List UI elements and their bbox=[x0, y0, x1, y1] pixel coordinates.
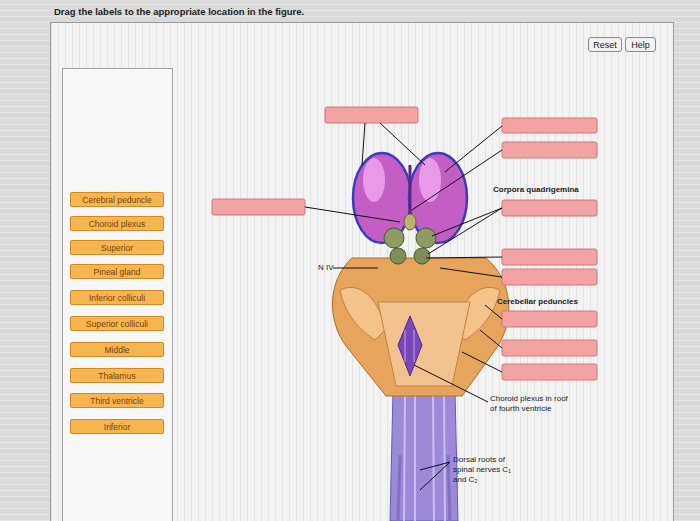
target-box bbox=[325, 107, 418, 123]
leader-lines bbox=[305, 123, 502, 490]
drag-label: Superior colliculi bbox=[70, 316, 164, 331]
leader-line bbox=[428, 208, 502, 254]
node-text: Help bbox=[631, 40, 650, 50]
superior-colliculus bbox=[416, 228, 436, 248]
target-box bbox=[502, 340, 597, 356]
node-text: Cerebral peduncle bbox=[82, 195, 151, 205]
drag-label: Middle bbox=[70, 342, 164, 357]
node-text: Reset bbox=[593, 40, 617, 50]
node-text: Inferior colliculi bbox=[89, 293, 145, 303]
leader-line bbox=[440, 268, 502, 277]
target-box bbox=[502, 142, 597, 158]
target-box bbox=[212, 199, 305, 215]
node-text: Pineal gland bbox=[94, 267, 141, 277]
superior-colliculus bbox=[384, 228, 404, 248]
node-text: Middle bbox=[104, 345, 129, 355]
target-boxes bbox=[212, 107, 597, 380]
cord-stripes bbox=[404, 395, 445, 521]
choroid-plexus bbox=[405, 330, 414, 362]
leader-line bbox=[414, 365, 488, 402]
leader-line bbox=[412, 150, 502, 210]
leader-line bbox=[462, 352, 502, 372]
structure-label: Dorsal roots of spinal nerves C₁ and C₂ bbox=[453, 455, 525, 485]
drag-label: Inferior bbox=[70, 419, 164, 434]
leader-line bbox=[362, 123, 425, 165]
target-box bbox=[502, 269, 597, 285]
drag-label: Pineal gland bbox=[70, 264, 164, 279]
drag-label: Choroid plexus bbox=[70, 216, 164, 231]
spinal-cord bbox=[390, 392, 458, 521]
inferior-colliculus bbox=[390, 248, 406, 264]
node-text: Thalamus bbox=[98, 371, 135, 381]
thalamus-left bbox=[353, 153, 411, 243]
target-box bbox=[502, 118, 597, 133]
node-text: Superior bbox=[101, 243, 133, 253]
leader-line bbox=[445, 126, 502, 172]
drag-label: Third ventricle bbox=[70, 393, 164, 408]
target-box bbox=[502, 249, 597, 265]
leader-line bbox=[305, 207, 400, 222]
medulla bbox=[378, 302, 470, 386]
pineal-gland bbox=[404, 214, 416, 230]
leader-line bbox=[420, 462, 450, 490]
target-box bbox=[502, 311, 597, 327]
structure-label: Cerebellar peduncles bbox=[497, 297, 607, 307]
leader-line bbox=[480, 330, 502, 348]
drag-label: Thalamus bbox=[70, 368, 164, 383]
nerve-label: N IV bbox=[318, 263, 338, 273]
node-text: Inferior bbox=[104, 422, 130, 432]
target-box bbox=[502, 364, 597, 380]
node-text: Superior colliculi bbox=[86, 319, 148, 329]
peduncle-left bbox=[340, 287, 385, 340]
thalamus-right bbox=[409, 153, 467, 243]
instruction-title: Drag the labels to the appropriate locat… bbox=[54, 6, 454, 17]
target-box bbox=[502, 200, 597, 216]
leader-line bbox=[485, 305, 502, 319]
thalamus-highlight bbox=[363, 158, 385, 202]
drag-label: Cerebral peduncle bbox=[70, 192, 164, 207]
brainstem bbox=[332, 258, 508, 396]
leader-line bbox=[333, 268, 378, 269]
drag-label: Superior bbox=[70, 240, 164, 255]
node-text: Third ventricle bbox=[90, 396, 143, 406]
help-button: Help bbox=[625, 37, 656, 52]
thalamus-highlight bbox=[419, 158, 441, 202]
dorsal-roots bbox=[398, 455, 450, 521]
node-text: Choroid plexus bbox=[89, 219, 146, 229]
leader-line bbox=[426, 257, 502, 258]
drag-label: Inferior colliculi bbox=[70, 290, 164, 305]
reset-button: Reset bbox=[588, 37, 622, 52]
structure-label: Choroid plexus in roof of fourth ventric… bbox=[490, 394, 574, 414]
structure-label: Corpora quadrigemina bbox=[493, 185, 603, 195]
inferior-colliculus bbox=[414, 248, 430, 264]
